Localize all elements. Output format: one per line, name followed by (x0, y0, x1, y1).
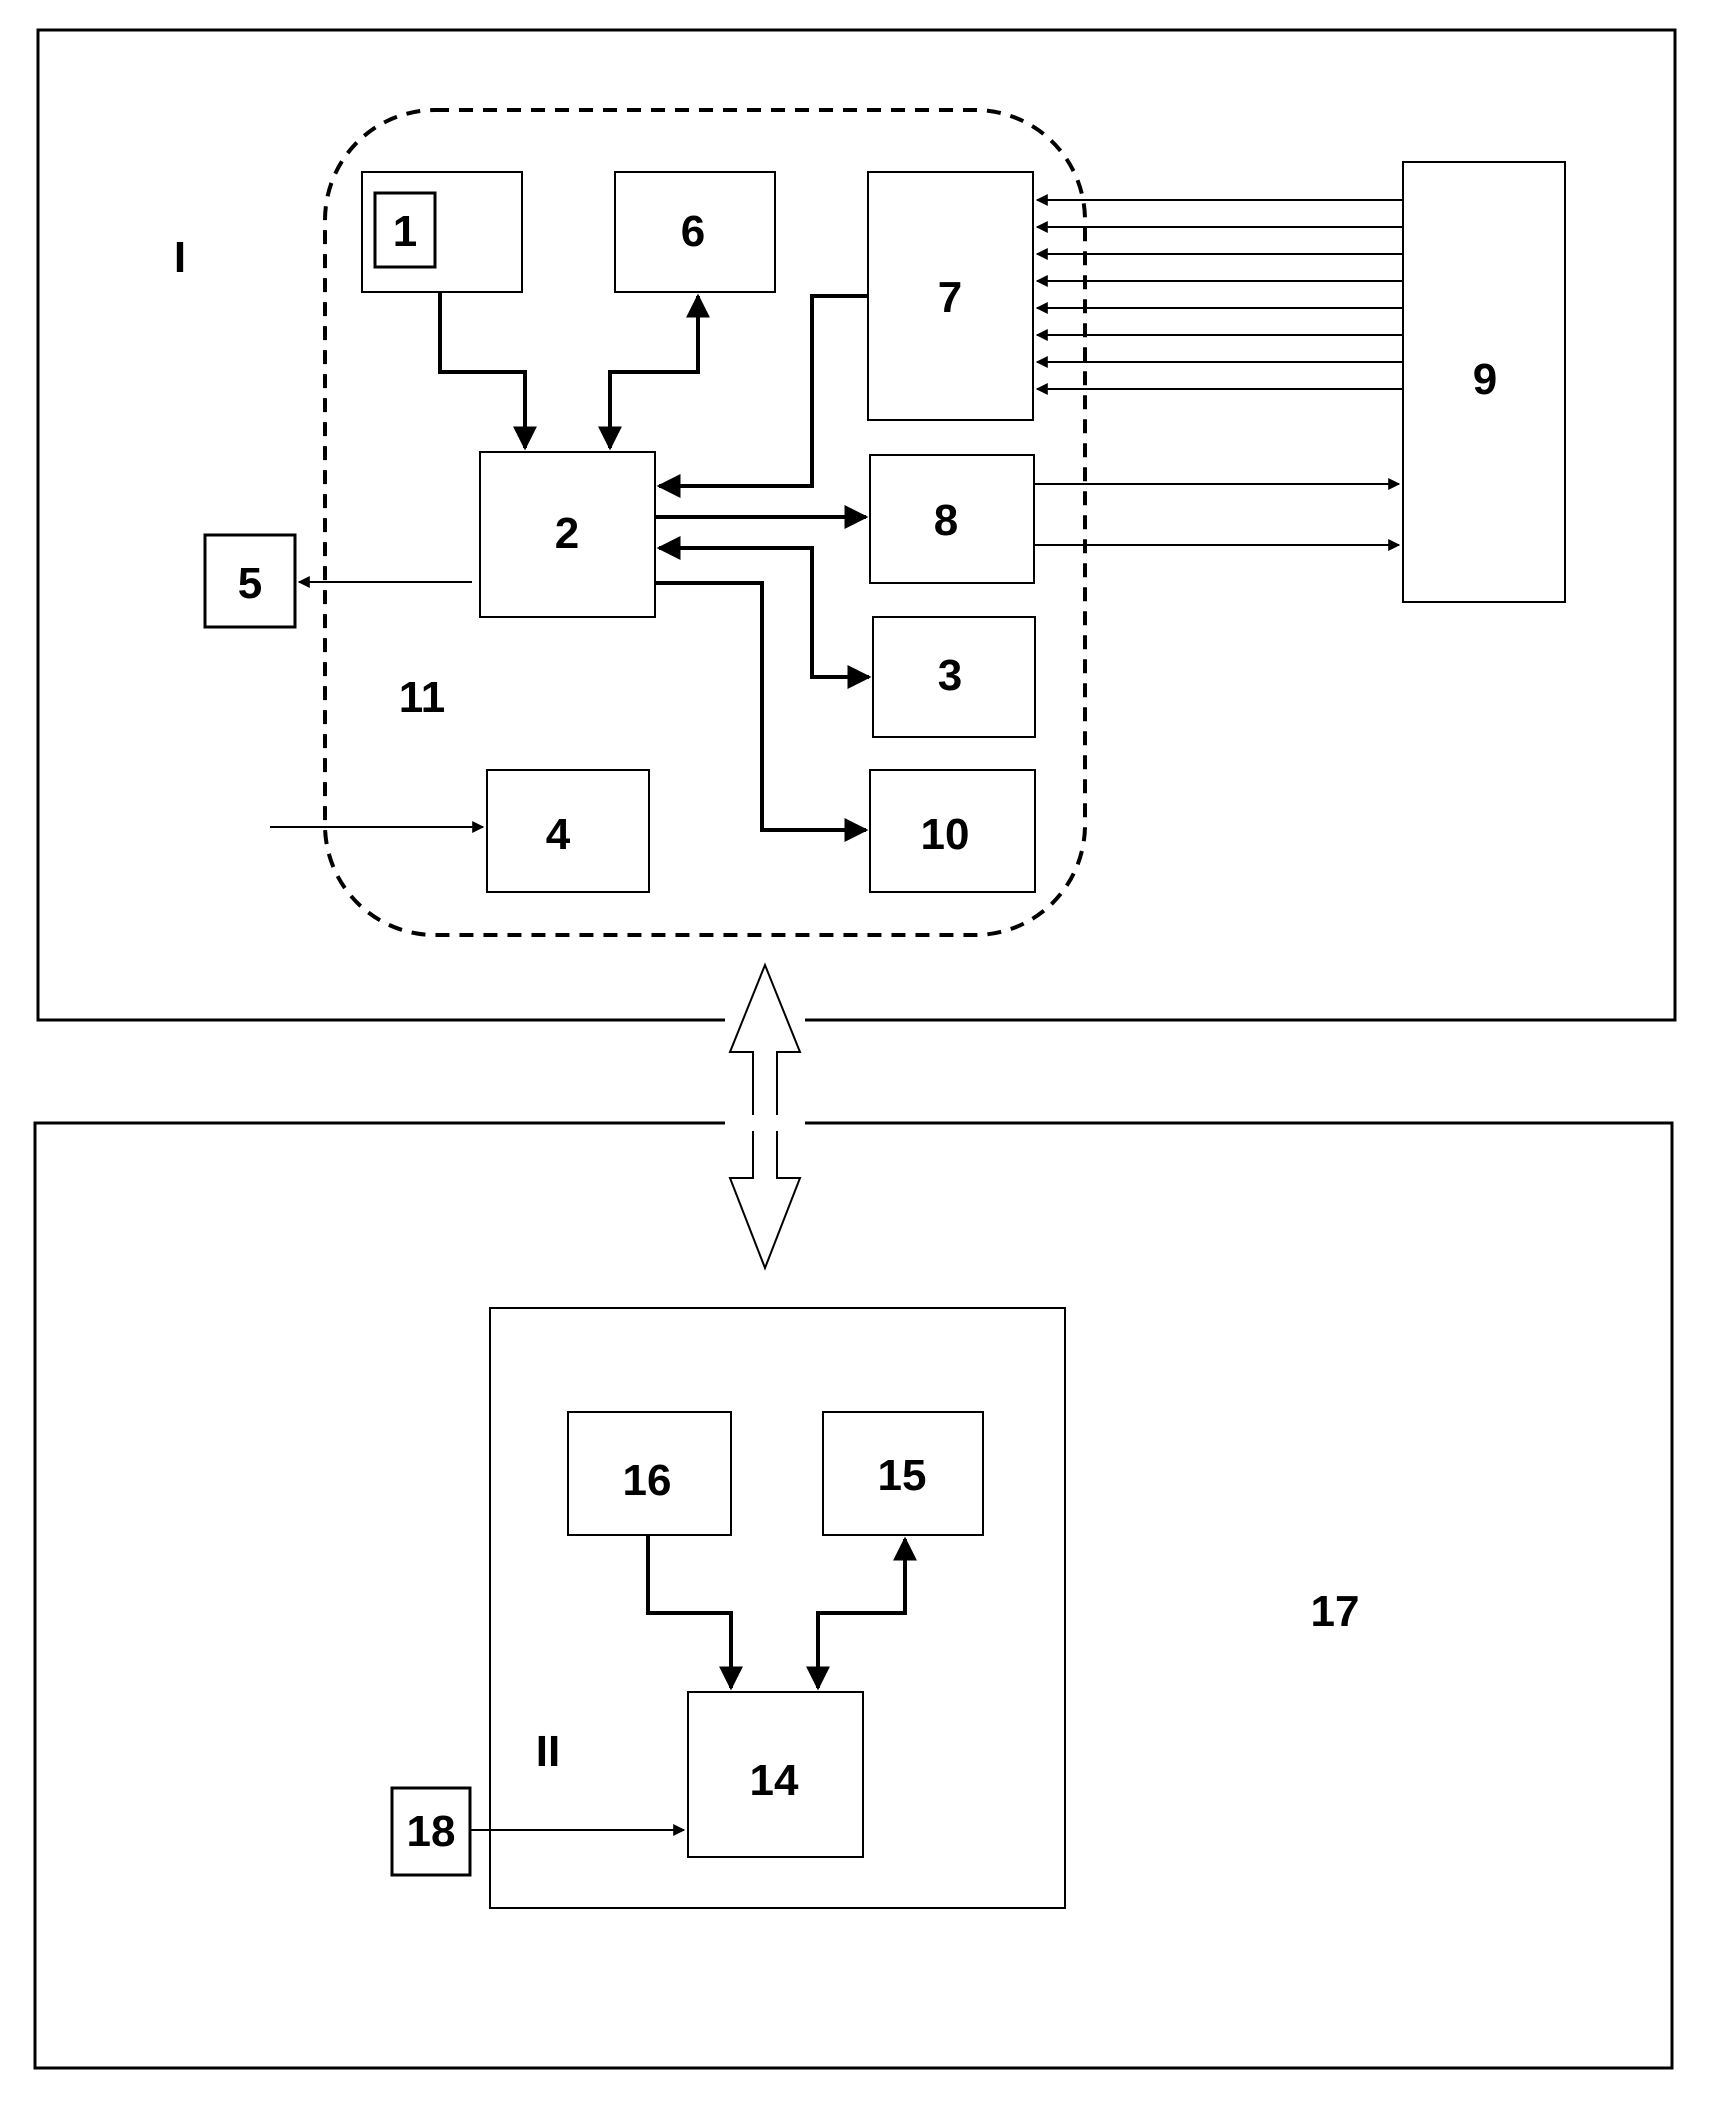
block-16-label: 16 (623, 1456, 672, 1505)
block-7 (867, 171, 1034, 421)
arrow-1-to-2 (438, 292, 537, 451)
block-1-label: 1 (393, 207, 417, 256)
block-2-label: 2 (555, 509, 579, 558)
block-10 (869, 769, 1036, 893)
block-18 (390, 1786, 472, 1877)
block-6-label: 6 (681, 207, 705, 256)
group-11-dashed-boundary (323, 108, 1087, 937)
block-7-label: 7 (938, 273, 962, 322)
arrow-16-to-14 (646, 1535, 743, 1691)
arrow-7-to-2 (656, 294, 868, 498)
panel-top-frame (36, 28, 1677, 1022)
block-4-label: 4 (546, 810, 571, 859)
block-3-label: 3 (938, 651, 962, 700)
block-15 (822, 1411, 984, 1536)
block-8 (869, 454, 1035, 584)
panel-bottom-outer-label: 17 (1311, 1587, 1360, 1636)
block-18-label: 18 (407, 1807, 456, 1856)
block-14 (687, 1691, 864, 1858)
block-3 (872, 616, 1036, 738)
arrow-2-to-6 (598, 293, 710, 451)
block-9-label: 9 (1473, 355, 1497, 404)
block-8-label: 8 (934, 496, 958, 545)
block-6 (614, 171, 776, 293)
block-5 (203, 533, 297, 629)
block-15-label: 15 (878, 1451, 927, 1500)
link-double-arrow (725, 962, 805, 1271)
link-gap-cover (725, 1115, 805, 1131)
panel-bottom-roman-label: II (536, 1727, 560, 1776)
block-14-label: 14 (750, 1756, 799, 1805)
panel-bottom-frame-17 (33, 1121, 1674, 2070)
block-16 (567, 1411, 732, 1536)
block-1-inner (373, 191, 437, 269)
block-10-label: 10 (921, 810, 970, 859)
arrow-2-to-3 (656, 536, 872, 689)
panel-bottom-inner-frame (489, 1307, 1066, 1909)
block-4 (486, 769, 650, 893)
block-5-label: 5 (238, 559, 262, 608)
arrow-14-to-15 (806, 1536, 917, 1691)
panel-top-roman-label: I (174, 233, 186, 282)
group-11-label: 11 (399, 673, 446, 722)
block-2 (479, 451, 656, 618)
bus-9-to-7 (1035, 194, 1403, 395)
block-9 (1402, 161, 1566, 603)
arrow-2-to-10 (655, 581, 869, 842)
